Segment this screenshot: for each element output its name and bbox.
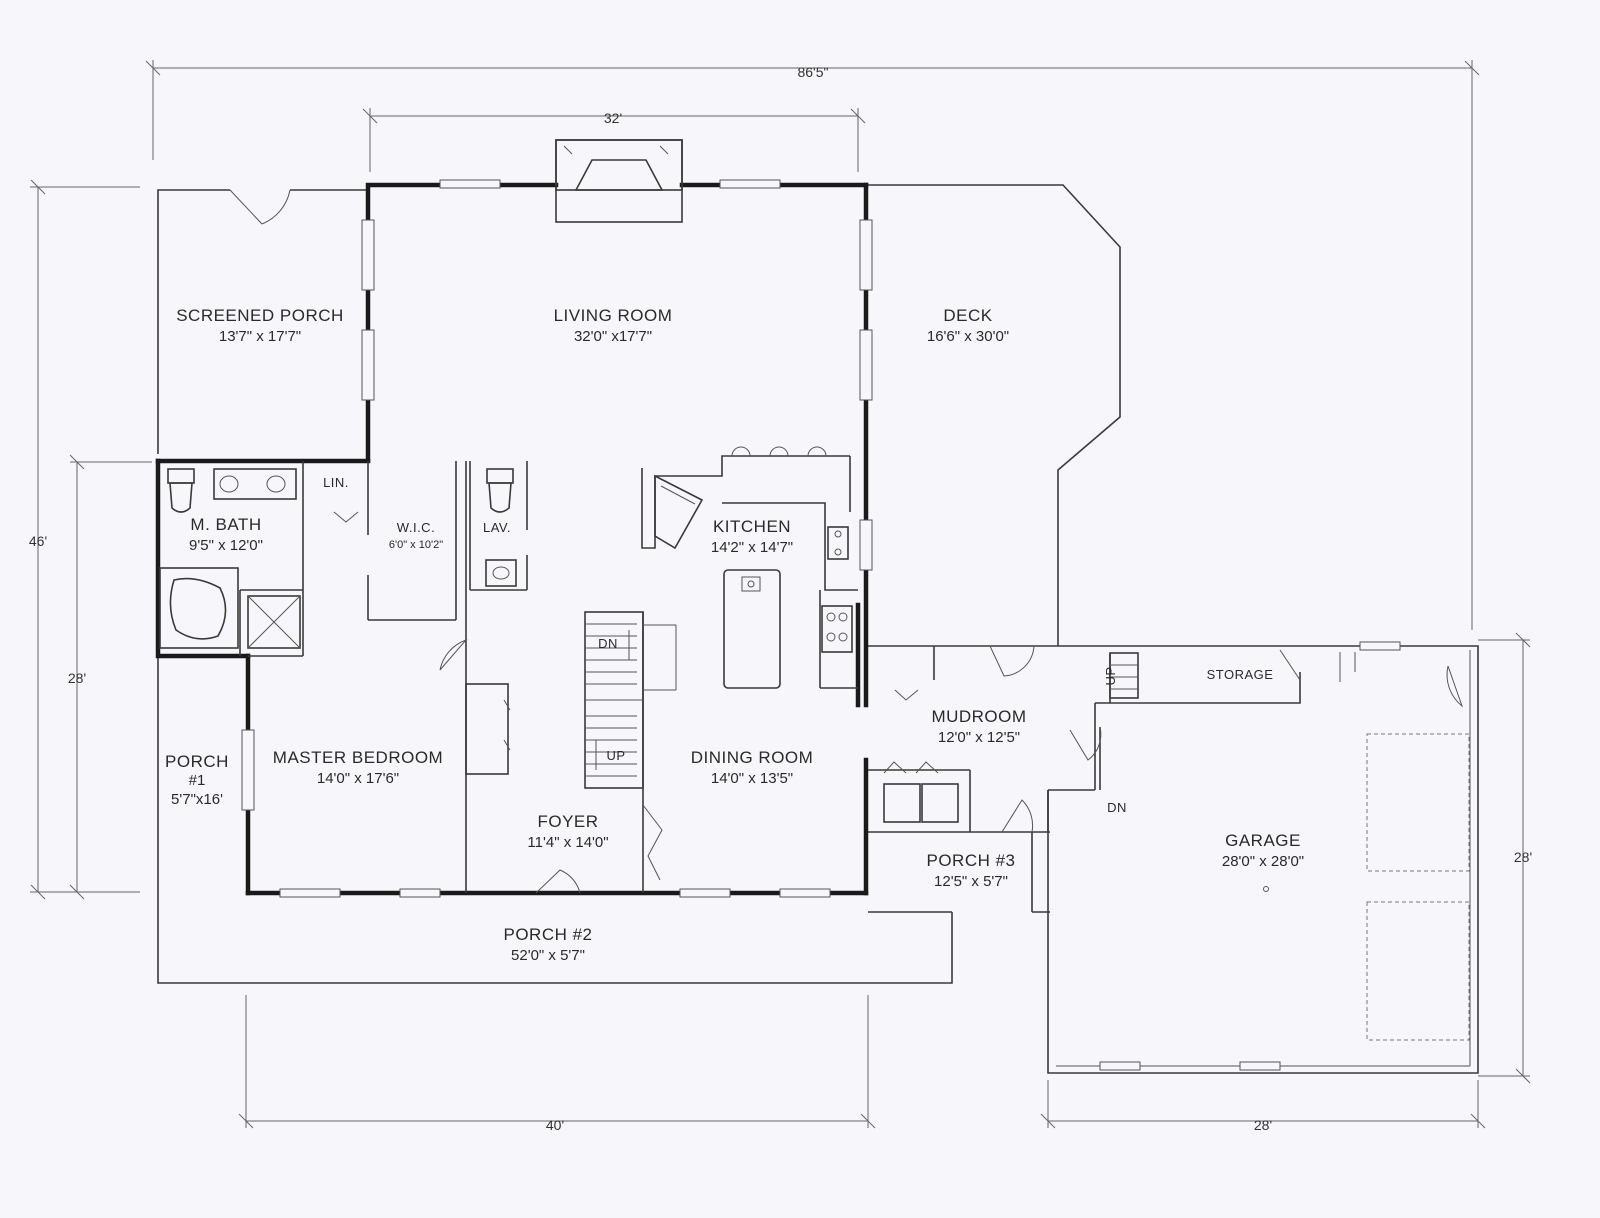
garage-width-label: 28' bbox=[1254, 1117, 1272, 1133]
wic-name: W.I.C. bbox=[397, 520, 435, 535]
garage-depth-label: 28' bbox=[1514, 849, 1532, 865]
overall-width-label: 86'5" bbox=[797, 64, 828, 80]
overall-depth-label: 46' bbox=[29, 533, 47, 549]
dimension-lines bbox=[30, 60, 1531, 1129]
bath-fixtures bbox=[159, 468, 517, 649]
porch1-name: PORCH bbox=[165, 752, 229, 771]
fireplace bbox=[555, 139, 683, 223]
stair-down-label: DN bbox=[598, 636, 618, 651]
room-labels: SCREENED PORCH 13'7" x 17'7" LIVING ROOM… bbox=[165, 306, 1304, 964]
exterior-outlines bbox=[157, 184, 1479, 1074]
foyer-size: 11'4" x 14'0" bbox=[527, 834, 608, 851]
master-bedroom-size: 14'0" x 17'6" bbox=[317, 770, 399, 787]
lav-name: LAV. bbox=[483, 520, 511, 535]
porch2-size: 52'0" x 5'7" bbox=[511, 947, 585, 964]
stair-treads bbox=[585, 623, 637, 777]
foyer-name: FOYER bbox=[537, 812, 598, 831]
porch3-size: 12'5" x 5'7" bbox=[934, 873, 1008, 890]
main-width-label: 40' bbox=[546, 1117, 564, 1133]
mudroom-name: MUDROOM bbox=[931, 707, 1026, 726]
storage-name: STORAGE bbox=[1207, 667, 1274, 682]
m-bath-name: M. BATH bbox=[190, 515, 261, 534]
m-bath-size: 9'5" x 12'0" bbox=[189, 537, 263, 554]
garage-size: 28'0" x 28'0" bbox=[1222, 853, 1304, 870]
master-bedroom-name: MASTER BEDROOM bbox=[273, 748, 443, 767]
living-width-label: 32' bbox=[604, 110, 622, 126]
kitchen-name: KITCHEN bbox=[713, 517, 791, 536]
mudroom-size: 12'0" x 12'5" bbox=[938, 729, 1020, 746]
screened-porch-name: SCREENED PORCH bbox=[176, 306, 344, 325]
doors bbox=[229, 189, 1464, 894]
deck-name: DECK bbox=[943, 306, 992, 325]
porch1-number: #1 bbox=[189, 772, 206, 789]
dining-room-size: 14'0" x 13'5" bbox=[711, 770, 793, 787]
living-room-size: 32'0" x17'7" bbox=[574, 328, 652, 345]
porch2-name: PORCH #2 bbox=[503, 925, 592, 944]
wic-size: 6'0" x 10'2" bbox=[389, 539, 443, 551]
linen-name: LIN. bbox=[323, 475, 349, 490]
stair-up-label: UP bbox=[606, 748, 625, 763]
main-depth-label: 28' bbox=[68, 670, 86, 686]
stair-labels: DN UP UP DN bbox=[598, 636, 1127, 815]
porch1-size: 5'7"x16' bbox=[171, 791, 223, 808]
dimension-labels: 86'5" 32' 46' 28' 28' 40' 28' bbox=[29, 64, 1532, 1133]
porch3-name: PORCH #3 bbox=[926, 851, 1015, 870]
kitchen-size: 14'2" x 14'7" bbox=[711, 539, 793, 556]
garage-stair-down-label: DN bbox=[1107, 800, 1127, 815]
interior-partitions bbox=[239, 446, 1356, 893]
storage-stair-up-label: UP bbox=[1103, 666, 1118, 685]
garage-name: GARAGE bbox=[1225, 831, 1301, 850]
living-room-name: LIVING ROOM bbox=[554, 306, 673, 325]
screened-porch-size: 13'7" x 17'7" bbox=[219, 328, 301, 345]
dining-room-name: DINING ROOM bbox=[691, 748, 814, 767]
windows bbox=[241, 179, 1401, 1071]
deck-size: 16'6" x 30'0" bbox=[927, 328, 1009, 345]
